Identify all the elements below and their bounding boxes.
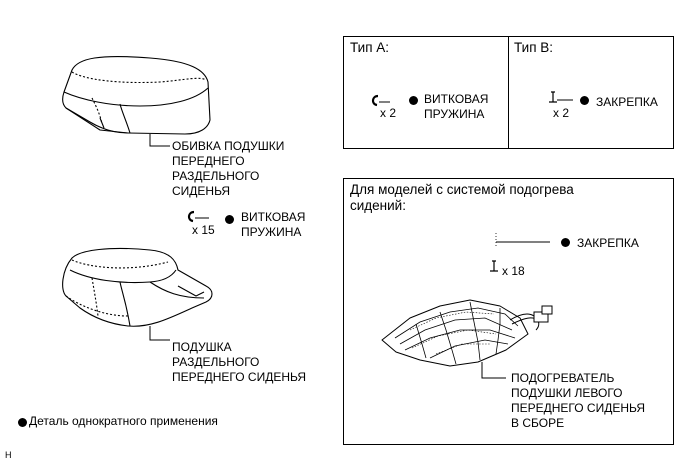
single-use-dot-icon (18, 418, 27, 427)
legend-text: Деталь однократного применения (29, 414, 218, 428)
type-divider (508, 36, 509, 149)
heater-clip-label: ЗАКРЕПКА (577, 236, 639, 250)
clip-icon (549, 91, 573, 103)
single-use-dot-icon (580, 96, 589, 105)
corner-mark: H (5, 450, 12, 460)
single-use-dot-icon (225, 215, 234, 224)
spring-count: x 15 (192, 223, 215, 237)
clip-icon (490, 233, 550, 272)
heater-clip-count: x 18 (502, 264, 525, 278)
type-b-label: ЗАКРЕПКА (596, 95, 658, 109)
single-use-dot-icon (561, 238, 570, 247)
spring-label: ВИТКОВАЯ ПРУЖИНА (241, 210, 306, 239)
heater-box (343, 178, 674, 445)
type-a-label: ВИТКОВАЯ ПРУЖИНА (424, 92, 489, 121)
coil-spring-icon (187, 210, 209, 223)
type-a-title: Тип А: (350, 40, 390, 55)
type-a-count: x 2 (380, 106, 397, 120)
type-b-title: Тип В: (514, 40, 554, 55)
heater-assembly-label: ПОДОГРЕВАТЕЛЬ ПОДУШКИ ЛЕВОГО ПЕРЕДНЕГО С… (511, 371, 646, 430)
heater-title: Для моделей с системой подогрева сидений… (350, 182, 574, 213)
seat-cushion-label: ПОДУШКА РАЗДЕЛЬНОГО ПЕРЕДНЕГО СИДЕНЬЯ (172, 340, 307, 384)
type-b-count: x 2 (553, 106, 570, 120)
seat-cover-label: ОБИВКА ПОДУШКИ ПЕРЕДНЕГО РАЗДЕЛЬНОГО СИД… (172, 139, 285, 198)
coil-spring-icon (371, 94, 390, 107)
single-use-dot-icon (409, 96, 418, 105)
